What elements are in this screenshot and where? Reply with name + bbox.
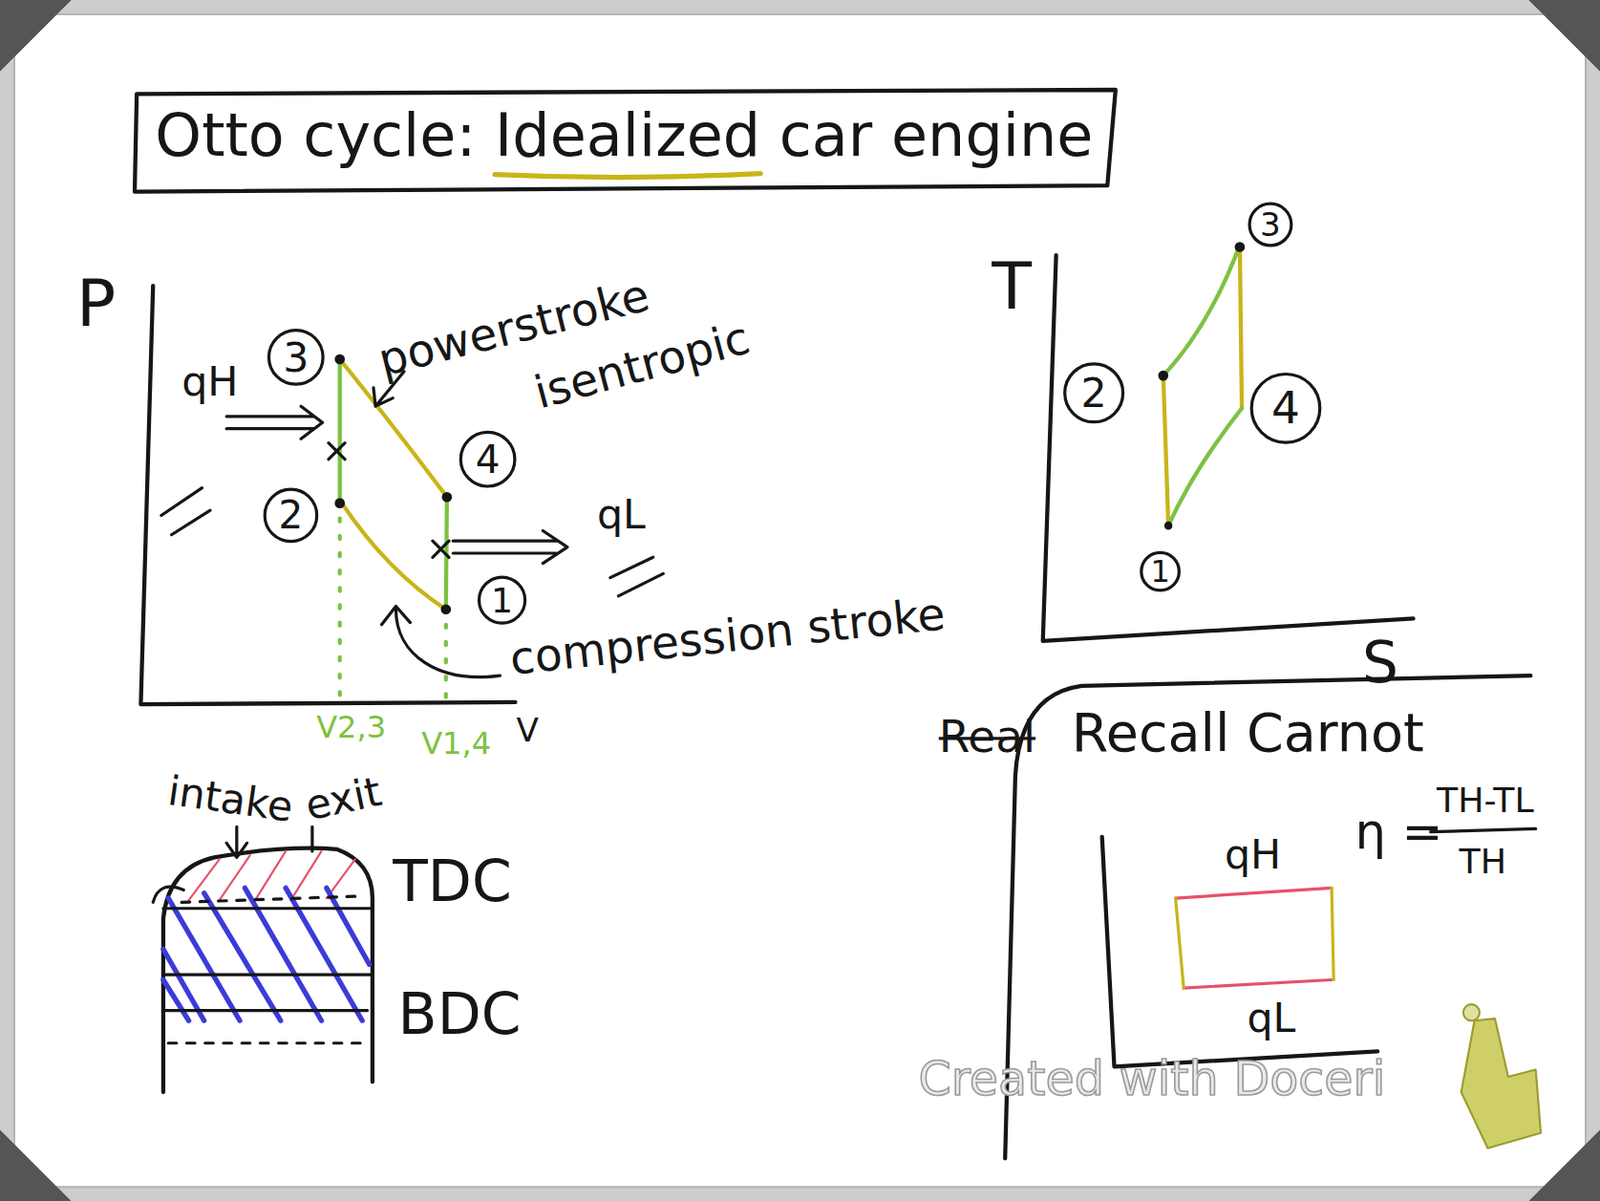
curved-arrow [382, 606, 501, 678]
board-surface [14, 14, 1586, 1187]
hand-icon-dot [1463, 1003, 1480, 1021]
ts-isentropic [1163, 244, 1242, 526]
state-number: 3 [1259, 208, 1281, 241]
axis-label: V [516, 712, 539, 749]
heat-label: qH [181, 359, 238, 405]
cylinder [163, 848, 373, 1092]
valve-arrow [226, 826, 313, 857]
state-number: 1 [1150, 555, 1170, 587]
valve-curl [152, 886, 184, 902]
volume-label: V1,4 [421, 726, 491, 761]
efficiency-formula: TH-TL [1436, 781, 1535, 820]
part-label: BDC [398, 982, 522, 1046]
emphasis-ticks [610, 556, 664, 597]
title-underline [494, 173, 761, 178]
volume-label: V2,3 [316, 709, 386, 744]
heat-out-arrow [452, 530, 568, 563]
isentropic-compression [341, 503, 447, 610]
axis-label: T [991, 250, 1032, 322]
fraction-bar [1430, 828, 1536, 832]
ts-axes [1043, 255, 1414, 641]
state-circle: 4 [1250, 372, 1323, 445]
axis-label: P [76, 267, 116, 340]
heat-label: qL [597, 491, 646, 537]
state-number: 1 [490, 582, 513, 618]
state-circle: 3 [1247, 202, 1293, 248]
state-dot [334, 354, 452, 615]
state-circle: 3 [267, 328, 325, 386]
panel-heading: Recall Carnot [1071, 704, 1425, 763]
state-number: 4 [1271, 385, 1301, 431]
state-circle: 4 [459, 430, 517, 489]
ts-dot [1157, 241, 1245, 530]
piston-dashed [168, 896, 363, 1044]
title: Otto cycle: Idealized car engine [154, 104, 1093, 170]
state-number: 3 [282, 337, 309, 379]
hand-icon [1461, 1018, 1541, 1149]
state-number: 4 [475, 439, 501, 479]
state-circle: 2 [1063, 362, 1125, 424]
watermark: Created with Doceri [917, 1052, 1386, 1105]
heat-label: qL [1246, 995, 1296, 1041]
piston-line [163, 908, 373, 1011]
side-mark [161, 488, 211, 535]
efficiency-formula: η = [1355, 804, 1444, 858]
carnot-adiabat [1175, 887, 1335, 988]
state-circle: 1 [1139, 551, 1181, 593]
state-circle: 2 [263, 488, 320, 544]
efficiency-formula: TH [1459, 842, 1508, 881]
part-label: TDC [392, 850, 512, 914]
state-number: 2 [278, 495, 304, 535]
crossed-out-note: Real [938, 712, 1036, 763]
heat-in-arrow [226, 405, 322, 439]
state-circle: 1 [477, 575, 527, 624]
axis-label: S [1362, 630, 1399, 694]
title-box [134, 89, 1116, 192]
midpoint-mark [328, 443, 449, 558]
heat-label: qH [1224, 832, 1281, 877]
carnot-isotherm [1175, 887, 1332, 988]
state-number: 2 [1081, 372, 1108, 414]
ts-isochoric [1163, 244, 1242, 526]
heat-addition-line [338, 359, 342, 504]
